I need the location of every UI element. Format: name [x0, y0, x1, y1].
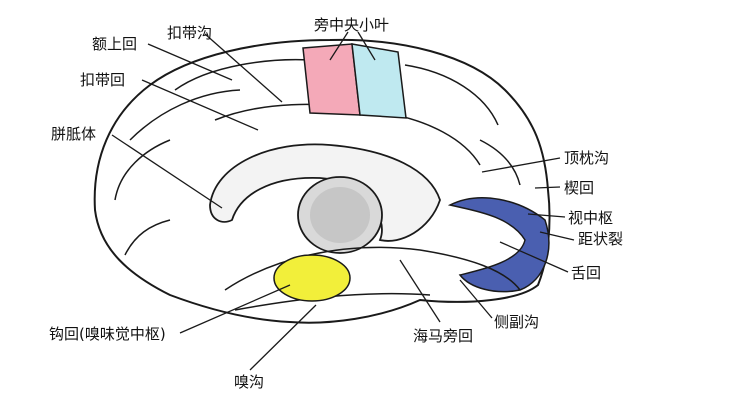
- uncus-region: [273, 254, 351, 302]
- label-collateral-sulcus: 侧副沟: [494, 313, 540, 331]
- label-superior-frontal-gyrus: 额上回: [92, 35, 138, 53]
- label-parahippocampal-gyrus: 海马旁回: [413, 327, 474, 345]
- label-corpus-callosum: 胼胝体: [51, 125, 97, 143]
- paracentral-posterior-region: [351, 43, 407, 119]
- label-cuneus: 楔回: [564, 179, 595, 197]
- label-cingulate-sulcus: 扣带沟: [167, 24, 213, 42]
- leader-lines: [111, 31, 575, 371]
- label-uncus: 钩回(嗅味觉中枢): [49, 325, 166, 343]
- visual-cortex-region: [447, 197, 550, 293]
- label-lingual-gyrus: 舌回: [571, 264, 602, 282]
- label-cingulate-gyrus: 扣带回: [80, 71, 126, 89]
- label-calcarine-sulcus: 距状裂: [578, 230, 624, 248]
- paracentral-anterior-region: [302, 43, 361, 116]
- label-parieto-occipital-sulcus: 顶枕沟: [564, 149, 610, 167]
- label-olfactory-sulcus: 嗅沟: [234, 373, 265, 391]
- label-visual-center: 视中枢: [568, 209, 614, 227]
- label-paracentral-lobule: 旁中央小叶: [314, 16, 390, 34]
